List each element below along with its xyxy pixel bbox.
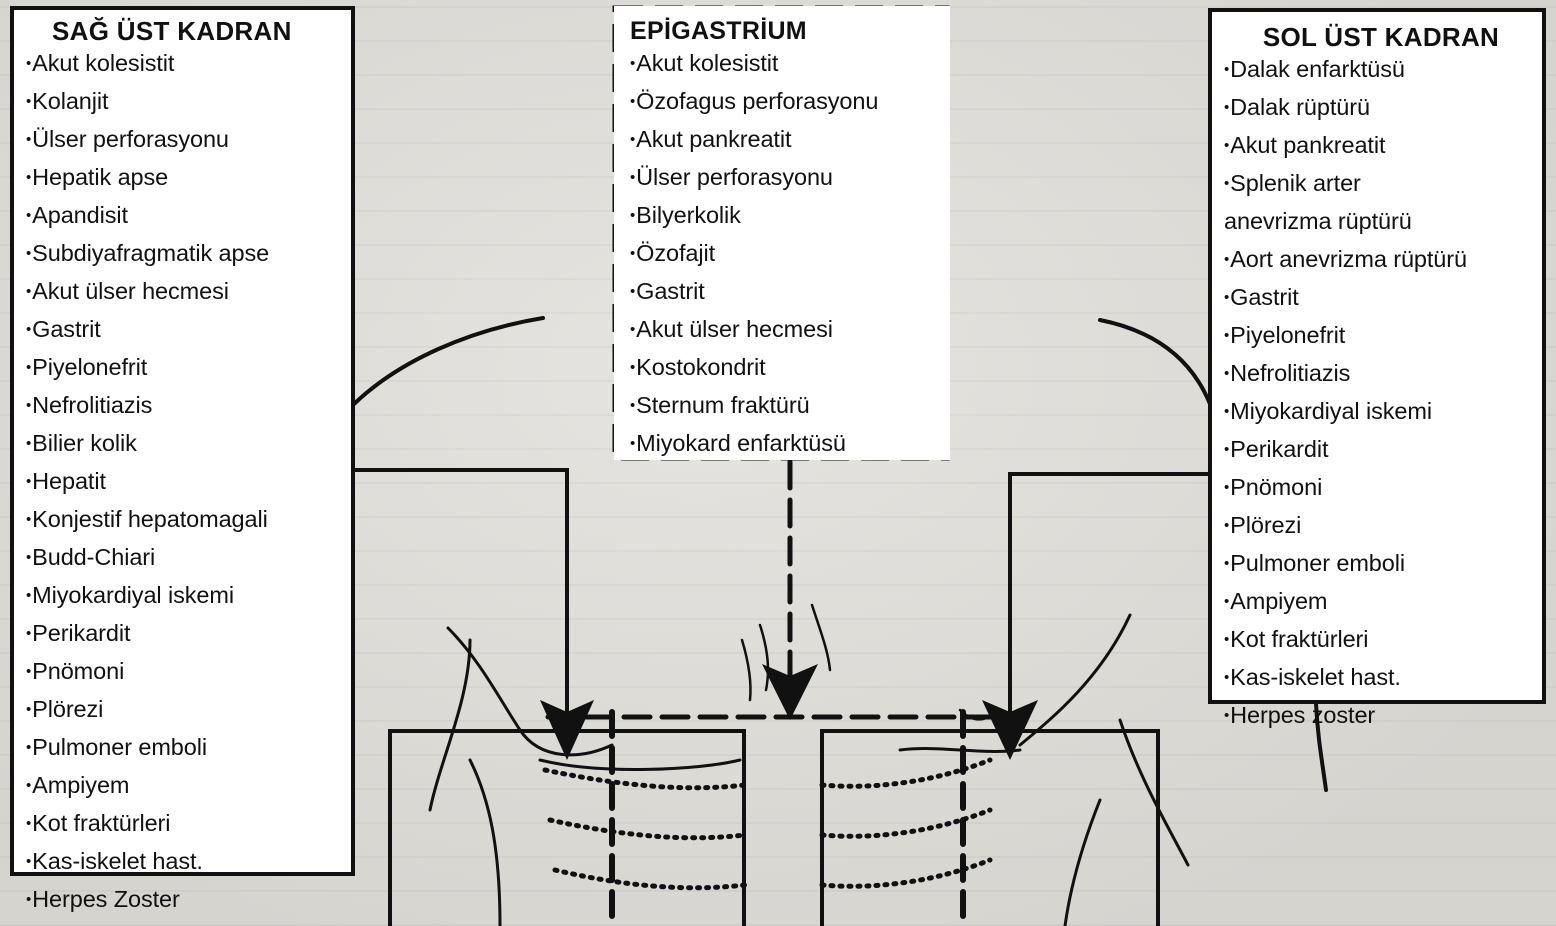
list-item: Özofagus perforasyonu xyxy=(630,84,950,122)
left-connector-line xyxy=(1010,474,1210,712)
list-item: Plörezi xyxy=(26,692,351,730)
list-item: Nefrolitiazis xyxy=(26,388,351,426)
list-item: Miyokardiyal iskemi xyxy=(1224,394,1542,432)
right-upper-quadrant-box: SAĞ ÜST KADRAN Akut kolesistit Kolanjit … xyxy=(10,6,355,876)
left-upper-quadrant-box: SOL ÜST KADRAN Dalak enfarktüsü Dalak rü… xyxy=(1208,8,1546,704)
list-item: Ampiyem xyxy=(1224,584,1542,622)
list-item: Subdiyafragmatik apse xyxy=(26,236,351,274)
list-item: Kas-iskelet hast. xyxy=(1224,660,1542,698)
list-item: Kolanjit xyxy=(26,84,351,122)
epigastrium-diagnosis-list: Akut kolesistit Özofagus perforasyonu Ak… xyxy=(630,46,950,464)
list-item-continuation: anevrizma rüptürü xyxy=(1224,204,1542,242)
list-item: Budd-Chiari xyxy=(26,540,351,578)
list-item: Perikardit xyxy=(1224,432,1542,470)
list-item: Miyokardiyal iskemi xyxy=(26,578,351,616)
list-item: Akut ülser hecmesi xyxy=(26,274,351,312)
list-item: Pulmoner emboli xyxy=(26,730,351,768)
left-upper-diagnosis-list: Dalak enfarktüsü Dalak rüptürü Akut pank… xyxy=(1224,52,1542,736)
right-upper-quadrant-title: SAĞ ÜST KADRAN xyxy=(26,16,351,46)
list-item: Kot fraktürleri xyxy=(1224,622,1542,660)
list-item: Herpes Zoster xyxy=(26,882,351,920)
left-upper-quadrant-title: SOL ÜST KADRAN xyxy=(1224,22,1542,52)
list-item: Gastrit xyxy=(26,312,351,350)
list-item: Akut pankreatit xyxy=(1224,128,1542,166)
list-item: Hepatit xyxy=(26,464,351,502)
list-item: Özofajit xyxy=(630,236,950,274)
list-item: Perikardit xyxy=(26,616,351,654)
list-item: Ülser perforasyonu xyxy=(26,122,351,160)
list-item: Bilyerkolik xyxy=(630,198,950,236)
list-item: Hepatik apse xyxy=(26,160,351,198)
epigastrium-box: EPİGASTRİUM Akut kolesistit Özofagus per… xyxy=(614,6,950,460)
list-item: Kostokondrit xyxy=(630,350,950,388)
list-item: Ülser perforasyonu xyxy=(630,160,950,198)
list-item: Kot fraktürleri xyxy=(26,806,351,844)
list-item: Gastrit xyxy=(630,274,950,312)
list-item: Aort anevrizma rüptürü xyxy=(1224,242,1542,280)
epigastrium-title: EPİGASTRİUM xyxy=(630,16,950,46)
right-upper-diagnosis-list: Akut kolesistit Kolanjit Ülser perforasy… xyxy=(26,46,351,920)
list-item: Apandisit xyxy=(26,198,351,236)
list-item: Akut ülser hecmesi xyxy=(630,312,950,350)
list-item: Kas-iskelet hast. xyxy=(26,844,351,882)
list-item: Nefrolitiazis xyxy=(1224,356,1542,394)
list-item: Ampiyem xyxy=(26,768,351,806)
list-item: Dalak rüptürü xyxy=(1224,90,1542,128)
list-item: Pnömoni xyxy=(26,654,351,692)
list-item: Gastrit xyxy=(1224,280,1542,318)
list-item: Splenik arter xyxy=(1224,166,1542,204)
list-item: Pulmoner emboli xyxy=(1224,546,1542,584)
list-item: Piyelonefrit xyxy=(1224,318,1542,356)
list-item: Konjestif hepatomagali xyxy=(26,502,351,540)
right-connector-line xyxy=(350,470,567,712)
list-item: Akut pankreatit xyxy=(630,122,950,160)
list-item: Bilier kolik xyxy=(26,426,351,464)
list-item: Dalak enfarktüsü xyxy=(1224,52,1542,90)
list-item: Herpes zoster xyxy=(1224,698,1542,736)
list-item: Pnömoni xyxy=(1224,470,1542,508)
list-item: Sternum fraktürü xyxy=(630,388,950,426)
list-item: Miyokard enfarktüsü xyxy=(630,426,950,464)
list-item: Plörezi xyxy=(1224,508,1542,546)
list-item: Akut kolesistit xyxy=(630,46,950,84)
list-item: Piyelonefrit xyxy=(26,350,351,388)
list-item: Akut kolesistit xyxy=(26,46,351,84)
